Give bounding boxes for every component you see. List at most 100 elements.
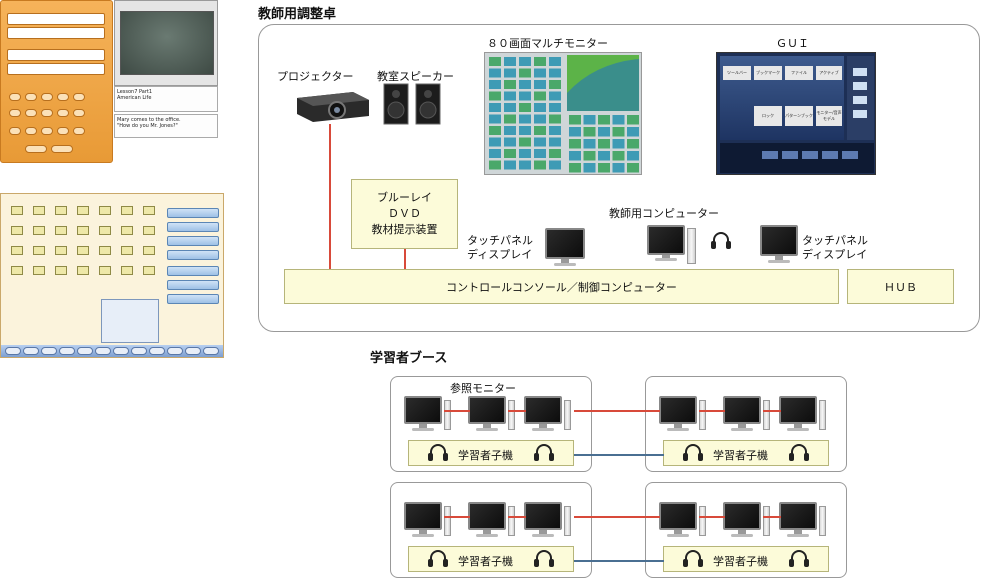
learner-monitor-icon bbox=[723, 396, 761, 432]
touch-panel-left-label: タッチパネル ディスプレイ bbox=[467, 234, 533, 262]
learner-headset-icon bbox=[789, 550, 809, 568]
learner-monitor-icon bbox=[404, 396, 442, 432]
learner-pc-tower-icon bbox=[508, 506, 515, 536]
monitor-thumbnail bbox=[549, 57, 561, 66]
software-screenshot-seat-map bbox=[0, 193, 224, 358]
video-screen bbox=[120, 11, 214, 75]
monitor-thumbnail bbox=[504, 137, 516, 147]
monitor-thumbnail bbox=[598, 151, 610, 161]
console-title: 教師用調整卓 bbox=[258, 7, 337, 22]
side-control-button bbox=[167, 280, 219, 290]
monitor-thumbnail bbox=[549, 160, 561, 170]
recorder-button bbox=[9, 127, 21, 135]
monitor-thumbnail bbox=[489, 103, 501, 112]
toolbar-button bbox=[203, 347, 219, 355]
reference-monitor-label: 参照モニター bbox=[450, 382, 516, 395]
monitor-thumbnail bbox=[489, 126, 501, 135]
monitor-thumbnail bbox=[569, 151, 581, 161]
seat-icon bbox=[121, 246, 133, 255]
learner-pc-tower-icon bbox=[444, 400, 451, 430]
monitor-thumbnail bbox=[489, 149, 501, 158]
learner-monitor-icon bbox=[524, 502, 562, 538]
side-control-button bbox=[167, 236, 219, 246]
learner-headset-icon bbox=[534, 550, 554, 568]
monitor-thumbnail bbox=[627, 139, 639, 149]
keypad-panel bbox=[101, 299, 159, 343]
learner-pc-tower-icon bbox=[763, 506, 770, 536]
projector-label: プロジェクター bbox=[277, 70, 354, 83]
lesson-text-panel: Lesson7 Part1 American Life bbox=[114, 86, 218, 112]
hub-box: ＨＵＢ bbox=[847, 269, 954, 304]
seat-icon bbox=[77, 266, 89, 275]
monitor-thumbnail bbox=[489, 114, 501, 124]
multi-monitor-thumbnails bbox=[489, 55, 639, 173]
learner-link-red bbox=[763, 516, 781, 518]
monitor-thumbnail bbox=[534, 126, 546, 135]
seat-icon bbox=[33, 266, 45, 275]
monitor-thumbnail bbox=[583, 151, 596, 161]
script-text-panel: Mary comes to the office. "How do you Mr… bbox=[114, 114, 218, 138]
monitor-thumbnail bbox=[489, 80, 501, 89]
toolbar-button bbox=[185, 347, 201, 355]
seat-icon bbox=[33, 246, 45, 255]
seat-icon bbox=[11, 246, 23, 255]
monitor-thumbnail bbox=[504, 103, 516, 112]
recorder-button bbox=[73, 127, 85, 135]
learner-monitor-icon bbox=[779, 396, 817, 432]
monitor-thumbnail bbox=[612, 163, 625, 173]
monitor-thumbnail bbox=[504, 68, 516, 78]
learner-monitor-icon bbox=[524, 396, 562, 432]
gui-button: ファイル bbox=[785, 66, 813, 80]
touch-panel-left-line1: タッチパネル bbox=[467, 234, 533, 247]
toolbar-button bbox=[95, 347, 111, 355]
booth-link-blue bbox=[574, 454, 664, 456]
learner-pc-tower-icon bbox=[763, 400, 770, 430]
waveform-track bbox=[7, 63, 105, 75]
booth-link-red bbox=[574, 410, 660, 412]
learner-pc-tower-icon bbox=[508, 400, 515, 430]
gui-bottom-button bbox=[782, 151, 798, 159]
monitor-thumbnail bbox=[569, 127, 581, 137]
monitor-thumbnail bbox=[627, 127, 639, 137]
recorder-button bbox=[25, 93, 37, 101]
toolbar-button bbox=[149, 347, 165, 355]
learner-monitor-icon bbox=[404, 502, 442, 538]
monitor-thumbnail bbox=[612, 127, 625, 137]
gui-side-button bbox=[853, 82, 867, 90]
learner-link-red bbox=[508, 516, 526, 518]
monitor-thumbnail bbox=[612, 139, 625, 149]
monitor-thumbnail bbox=[519, 57, 531, 66]
gui-button: パターンブック bbox=[785, 106, 813, 126]
gui-side-button bbox=[853, 110, 867, 118]
seat-icon bbox=[99, 246, 111, 255]
recorder-button bbox=[57, 93, 69, 101]
teacher-pc-tower-icon bbox=[687, 228, 696, 264]
waveform-track bbox=[7, 27, 105, 39]
learner-link-red bbox=[699, 516, 725, 518]
monitor-thumbnail bbox=[519, 114, 531, 124]
recorder-button bbox=[9, 93, 21, 101]
monitor-thumbnail bbox=[504, 149, 516, 158]
learner-booth-title: 学習者ブース bbox=[370, 351, 448, 366]
monitor-thumbnail bbox=[549, 68, 561, 78]
booth-link-red bbox=[574, 516, 660, 518]
video-panel bbox=[114, 0, 218, 86]
monitor-thumbnail bbox=[598, 139, 610, 149]
monitor-thumbnail bbox=[627, 115, 639, 125]
recorder-button bbox=[41, 127, 53, 135]
seat-icon bbox=[99, 206, 111, 215]
monitor-thumbnail bbox=[549, 137, 561, 147]
monitor-thumbnail bbox=[534, 91, 546, 101]
teacher-pc-label: 教師用コンピューター bbox=[609, 207, 719, 220]
monitor-thumbnail bbox=[583, 115, 596, 125]
toolbar-button bbox=[113, 347, 129, 355]
seat-icon bbox=[55, 266, 67, 275]
recorder-button bbox=[25, 127, 37, 135]
monitor-thumbnail bbox=[569, 115, 581, 125]
monitor-thumbnail bbox=[612, 151, 625, 161]
seat-icon bbox=[143, 206, 155, 215]
dvd-label: ＤＶＤ bbox=[388, 207, 421, 220]
learner-headset-icon bbox=[683, 550, 703, 568]
learner-headset-icon bbox=[534, 444, 554, 462]
monitor-thumbnail bbox=[534, 57, 546, 66]
